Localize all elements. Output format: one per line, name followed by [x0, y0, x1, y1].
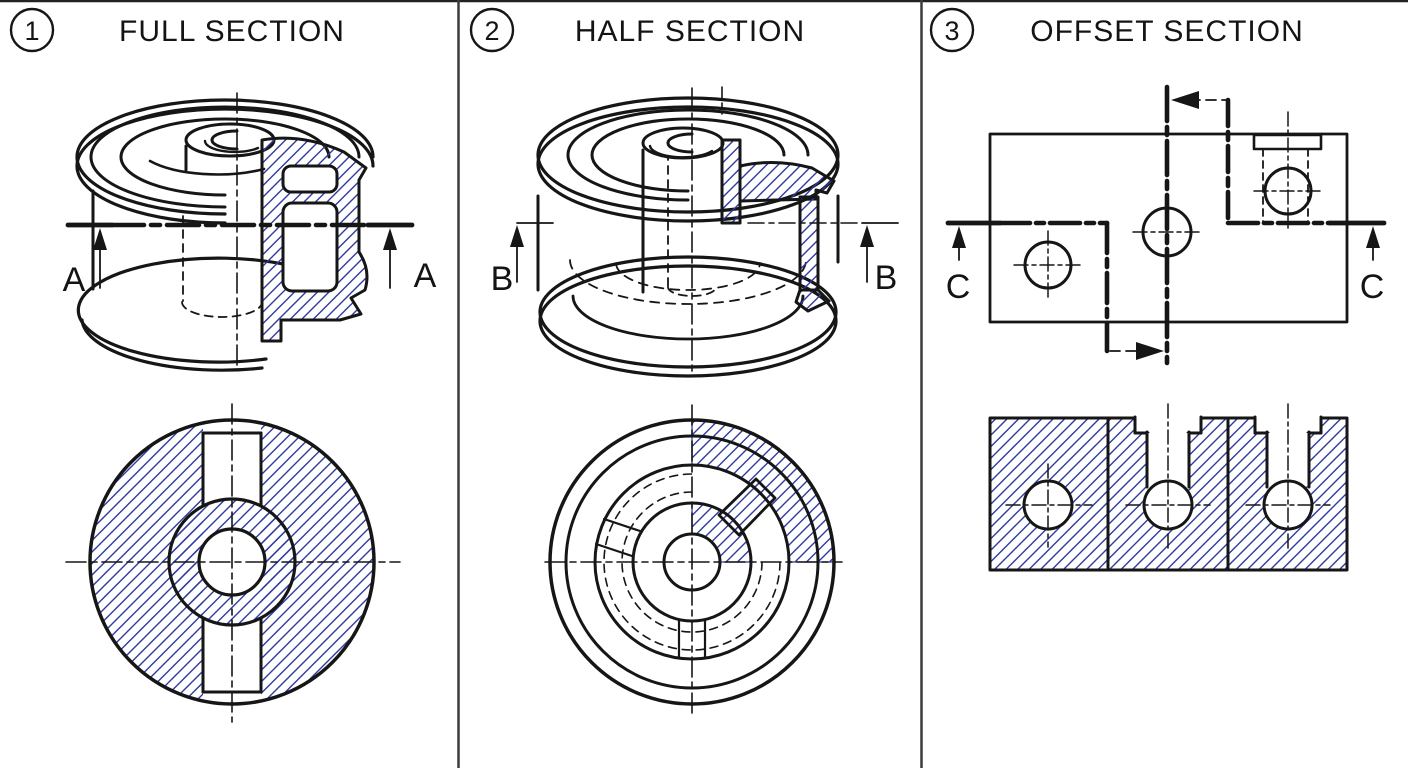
panel-number: 1 [24, 16, 39, 46]
arrow-up-icon [93, 228, 107, 250]
panel-title: FULL SECTION [119, 15, 345, 48]
section-label-b-right: B [875, 259, 898, 297]
panel-title: OFFSET SECTION [1030, 15, 1303, 48]
arrow-up-icon [383, 228, 397, 250]
arrow-up-icon [860, 225, 874, 247]
groove-void [281, 164, 339, 194]
web-void [281, 201, 339, 293]
iso-view-full-section [75, 92, 375, 372]
plan-view-half-section [544, 404, 843, 719]
panel-title: HALF SECTION [575, 15, 805, 48]
arrow-up-icon [510, 225, 524, 247]
iso-view-half-section [536, 86, 840, 378]
panel-number: 2 [484, 16, 499, 46]
panel-number-badge [469, 7, 515, 53]
section-cut-face [720, 138, 742, 225]
arrow-right-icon [1136, 342, 1164, 360]
section-label-a-right: A [414, 257, 437, 295]
hidden-circle [603, 473, 781, 651]
cutting-plane-c: C C [945, 84, 1387, 366]
panel-number-badge [929, 7, 975, 53]
arrow-up-icon [952, 226, 966, 248]
section-label-c-left: C [946, 268, 971, 306]
section-cut-face [798, 195, 820, 292]
panel-offset-section: 3 OFFSET SECTION [929, 7, 1387, 572]
section-label-a-left: A [63, 261, 86, 299]
section-cut-face [738, 160, 836, 203]
arrow-up-icon [1366, 226, 1380, 248]
section-label-b-left: B [491, 260, 514, 298]
panel-number-badge [9, 7, 55, 53]
hidden-line [569, 259, 807, 305]
section-label-c-right: C [1360, 268, 1385, 306]
section-view-offset [988, 403, 1349, 572]
panel-number: 3 [944, 16, 959, 46]
cutting-plane-a: A A [63, 222, 437, 299]
hidden-circle [621, 491, 763, 633]
plan-view-full-section [65, 403, 401, 723]
arrow-left-icon [1171, 91, 1199, 109]
cutting-plane-b: B B [491, 222, 899, 298]
panel-half-section: 2 HALF SECTION [469, 7, 899, 719]
panel-full-section: 1 FULL SECTION [9, 7, 437, 723]
